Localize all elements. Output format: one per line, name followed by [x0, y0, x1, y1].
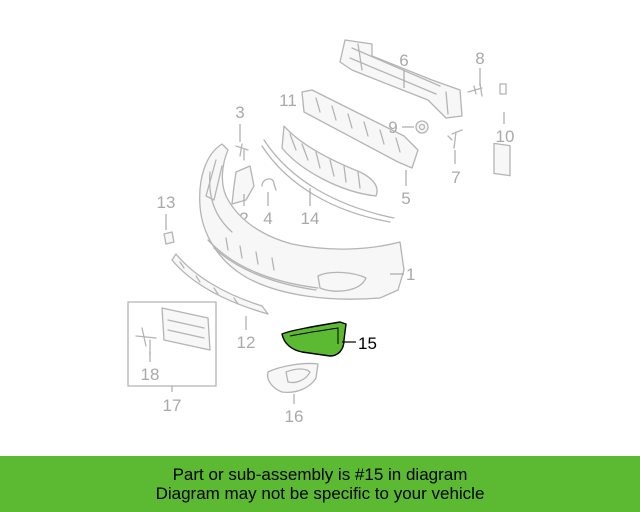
callout-15[interactable]: 15: [342, 334, 377, 353]
svg-text:13: 13: [157, 193, 176, 212]
part-13-clip[interactable]: [163, 231, 175, 245]
svg-text:16: 16: [285, 407, 304, 426]
part-9-nut[interactable]: [415, 120, 429, 134]
part-3-screw[interactable]: [235, 143, 249, 161]
callout-4[interactable]: 4: [263, 192, 273, 228]
callout-11[interactable]: 11: [279, 91, 297, 110]
part-4-clip[interactable]: [261, 178, 277, 191]
callout-9[interactable]: 9: [388, 118, 414, 137]
svg-text:4: 4: [263, 209, 272, 228]
part-1-bumper-cover[interactable]: [199, 143, 405, 300]
banner-line-1: Part or sub-assembly is #15 in diagram: [172, 465, 468, 484]
callout-16[interactable]: 16: [285, 394, 304, 426]
callout-17[interactable]: 17: [163, 386, 182, 415]
callout-6[interactable]: 6: [399, 51, 409, 88]
svg-text:1: 1: [406, 265, 415, 284]
svg-text:15: 15: [358, 334, 377, 353]
part-6-reinforcement-bar[interactable]: [339, 39, 463, 119]
svg-text:17: 17: [163, 396, 182, 415]
part-7-bolt[interactable]: [447, 129, 463, 149]
svg-text:5: 5: [401, 189, 410, 208]
banner-line-2: Diagram may not be specific to your vehi…: [155, 484, 485, 503]
callout-12[interactable]: 12: [237, 316, 256, 352]
svg-text:2: 2: [239, 209, 248, 228]
svg-text:11: 11: [279, 91, 297, 110]
part-12-lower-molding[interactable]: [171, 253, 269, 315]
part-14-grille[interactable]: [261, 125, 395, 223]
svg-text:6: 6: [399, 51, 408, 70]
callout-18[interactable]: 18: [141, 352, 160, 384]
callout-13[interactable]: 13: [157, 193, 176, 230]
callout-1[interactable]: 1: [390, 265, 415, 284]
callout-2[interactable]: 2: [239, 194, 249, 228]
callout-3[interactable]: 3: [235, 103, 245, 142]
callout-10[interactable]: 10: [496, 112, 515, 146]
parts-diagram: 6 8 10 11 9 7 5: [127, 39, 515, 426]
part-11-energy-absorber[interactable]: [301, 89, 419, 169]
svg-text:8: 8: [475, 49, 484, 68]
svg-text:14: 14: [301, 209, 320, 228]
svg-text:3: 3: [235, 103, 244, 122]
part-2-bracket[interactable]: [231, 165, 255, 205]
part-10-bracket[interactable]: [493, 83, 511, 177]
svg-text:12: 12: [237, 333, 256, 352]
callout-5[interactable]: 5: [401, 170, 411, 208]
callout-8[interactable]: 8: [475, 49, 485, 86]
svg-text:10: 10: [496, 127, 515, 146]
callout-14[interactable]: 14: [301, 188, 320, 228]
svg-text:9: 9: [388, 118, 397, 137]
callout-7[interactable]: 7: [451, 150, 461, 187]
svg-text:18: 18: [141, 365, 160, 384]
svg-text:7: 7: [451, 168, 460, 187]
info-banner: Part or sub-assembly is #15 in diagram D…: [0, 456, 640, 512]
part-16-fog-bezel[interactable]: [266, 362, 319, 394]
part-15-highlighted[interactable]: [281, 321, 347, 357]
